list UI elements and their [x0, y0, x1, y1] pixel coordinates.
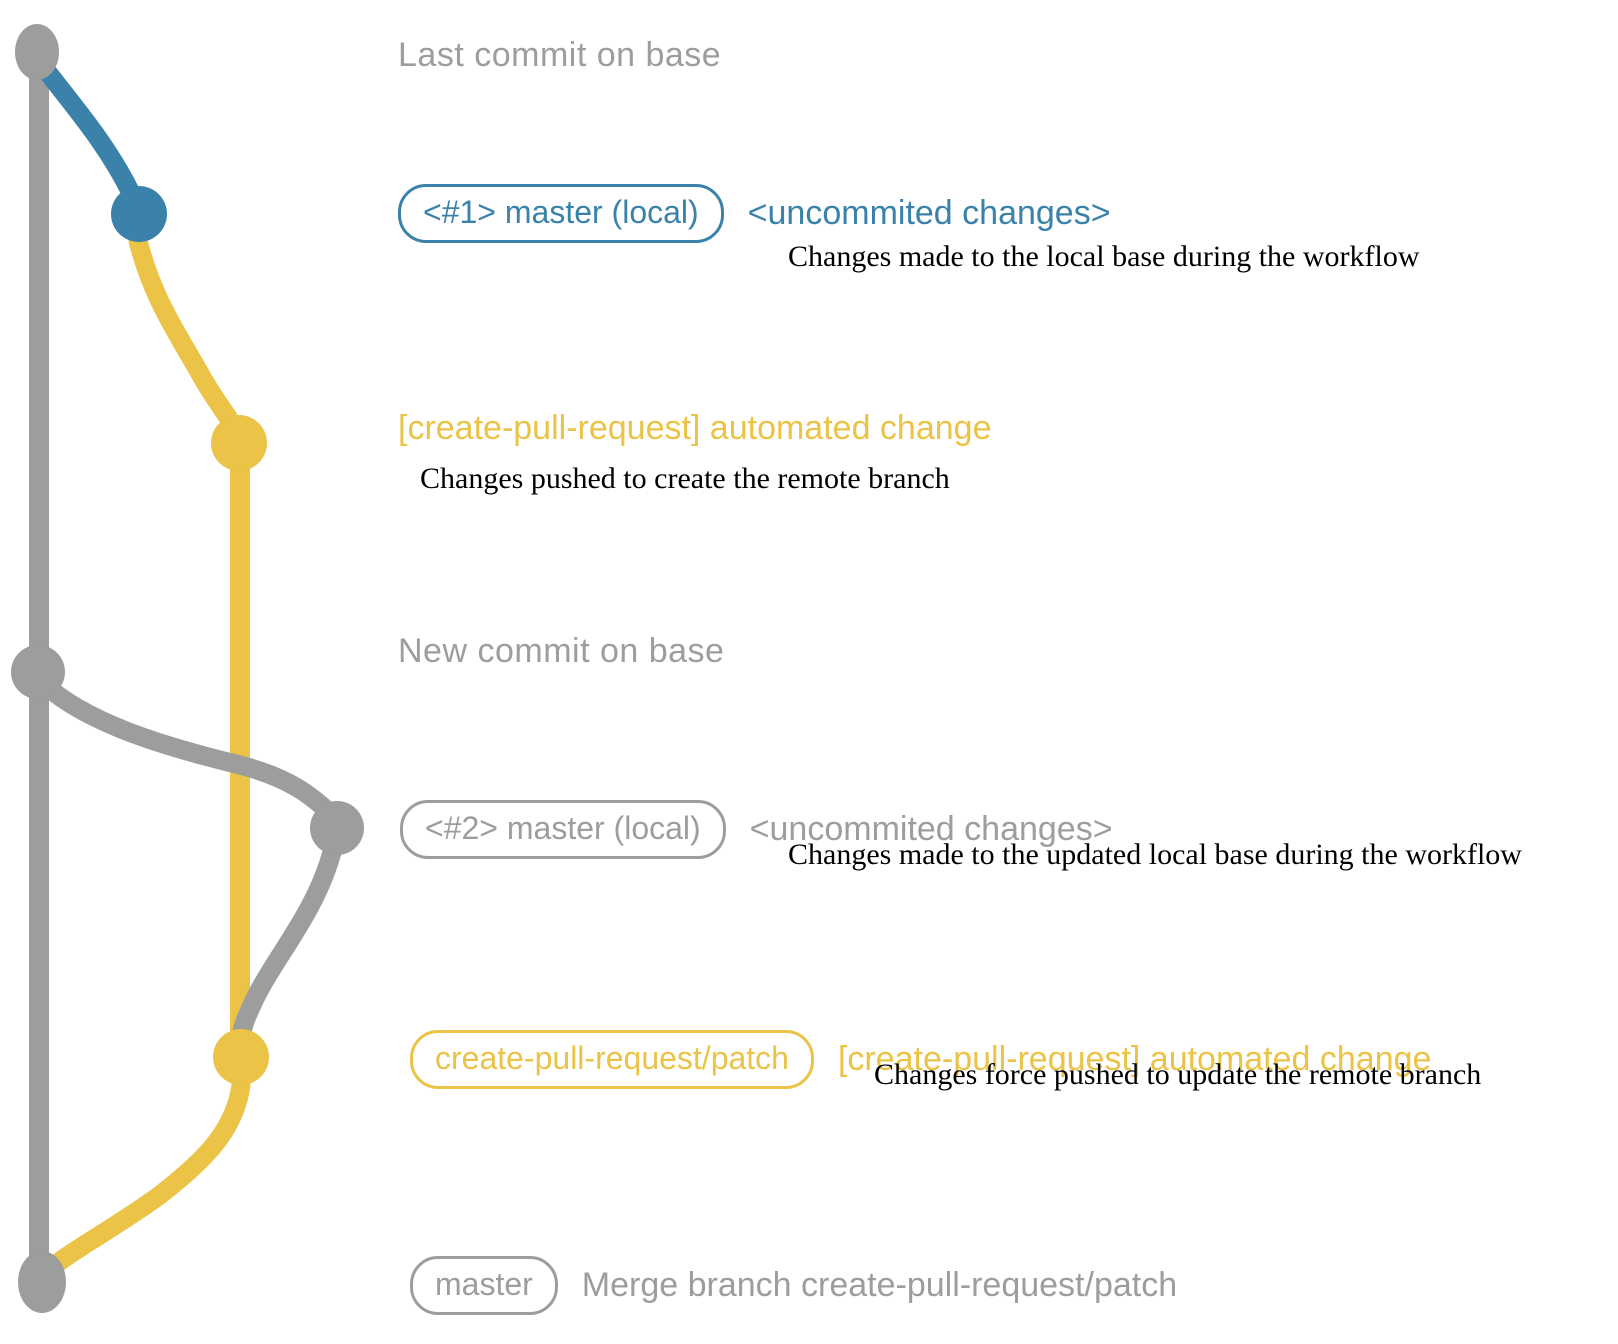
commit-node-patch-1	[211, 415, 267, 471]
commit-node-local-2	[310, 801, 364, 855]
merge-message: Merge branch create-pull-request/patch	[581, 1265, 1178, 1304]
ref-label-patch-branch: create-pull-request/patch	[410, 1030, 814, 1090]
push2-row: create-pull-request/patch [create-pull-r…	[410, 1030, 1432, 1090]
commit2-note: Changes made to the updated local base d…	[788, 838, 1522, 871]
ref-label-master-local-2: <#2> master (local)	[400, 800, 726, 860]
commit-node-patch-2	[213, 1029, 269, 1085]
commit2-message: <uncommited changes>	[749, 809, 1113, 848]
commit1-message: <uncommited changes>	[747, 193, 1111, 232]
commit-node-base-new	[11, 645, 65, 699]
ref-label-master: master	[410, 1256, 558, 1316]
local-branch-curve	[30, 52, 141, 203]
merge-row: master Merge branch create-pull-request/…	[410, 1256, 1178, 1316]
commit-node-local-1	[111, 186, 167, 242]
commit1-note: Changes made to the local base during th…	[788, 240, 1420, 273]
last-commit-heading: Last commit on base	[398, 36, 722, 74]
rebase-curve	[231, 842, 342, 1048]
push2-note: Changes force pushed to update the remot…	[874, 1058, 1482, 1091]
push1-message: [create-pull-request] automated change	[398, 409, 992, 447]
merge-curve	[34, 1075, 251, 1284]
commit2-row: <#2> master (local) <uncommited changes>	[400, 800, 1113, 860]
patch-branch-curve	[128, 231, 248, 448]
base-update-curve	[35, 675, 342, 825]
ref-label-master-local-1: <#1> master (local)	[398, 184, 724, 244]
push1-note: Changes pushed to create the remote bran…	[420, 462, 950, 495]
new-commit-heading: New commit on base	[398, 632, 725, 670]
push2-message: [create-pull-request] automated change	[837, 1039, 1432, 1078]
commit1-row: <#1> master (local) <uncommited changes>	[398, 184, 1111, 244]
commit-node-merge	[18, 1251, 66, 1313]
commit-node-base-last	[15, 24, 59, 80]
